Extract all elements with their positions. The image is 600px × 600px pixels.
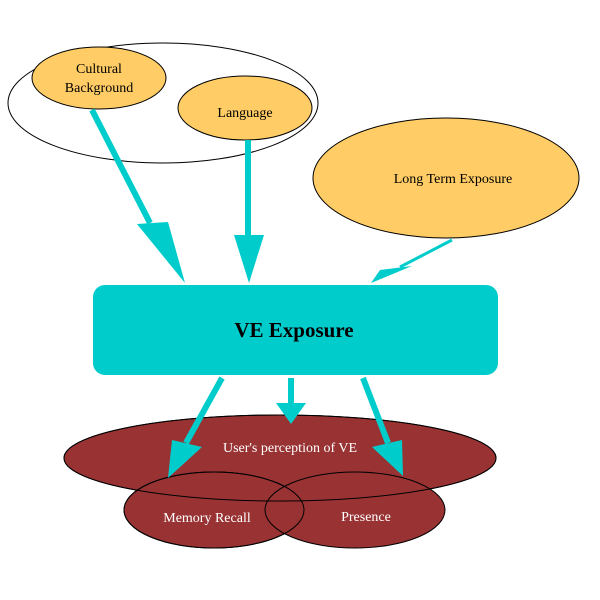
arrowhead-icon — [137, 222, 185, 283]
presence-label: Presence — [341, 510, 391, 525]
arrowhead-icon — [372, 440, 403, 476]
node-presence[interactable] — [264, 471, 446, 549]
language-label: Language — [217, 106, 272, 121]
edge-ve-to-memory-recall — [168, 376, 225, 478]
cultural-background-label-line2: Background — [65, 81, 133, 96]
edge-cultural-to-ve — [89, 108, 185, 283]
edge-ve-to-perception — [276, 378, 306, 424]
arrowhead-icon — [371, 266, 412, 283]
cultural-background-shape — [31, 46, 167, 110]
ve-exposure-shape — [93, 285, 498, 375]
node-cultural-background[interactable]: Cultural Background — [31, 46, 167, 110]
memory-recall-label: Memory Recall — [163, 511, 251, 526]
long-term-exposure-label: Long Term Exposure — [394, 172, 513, 187]
arrowhead-icon — [234, 235, 264, 283]
memory-recall-outline — [123, 471, 305, 549]
edge-line — [399, 238, 453, 269]
node-ve-exposure[interactable]: VE Exposure — [93, 285, 498, 375]
node-long-term-exposure[interactable]: Long Term Exposure — [312, 117, 580, 239]
long-term-exposure-shape — [312, 117, 580, 239]
arrowhead-icon — [168, 440, 202, 478]
node-language[interactable]: Language — [177, 75, 313, 141]
cultural-factors-group — [7, 42, 319, 164]
cultural-background-label-line1: Cultural — [76, 62, 122, 77]
perception-outline — [63, 414, 497, 502]
perception-label: User's perception of VE — [223, 441, 357, 456]
edge-line — [89, 108, 153, 225]
edge-long-term-to-ve — [371, 238, 453, 283]
presence-shape — [264, 471, 446, 549]
edge-line — [183, 376, 225, 445]
edge-ve-to-presence — [360, 376, 403, 476]
ve-exposure-label: VE Exposure — [234, 318, 353, 342]
arrowhead-icon — [276, 403, 306, 424]
edge-line — [360, 376, 391, 445]
edge-language-to-ve — [234, 140, 264, 283]
